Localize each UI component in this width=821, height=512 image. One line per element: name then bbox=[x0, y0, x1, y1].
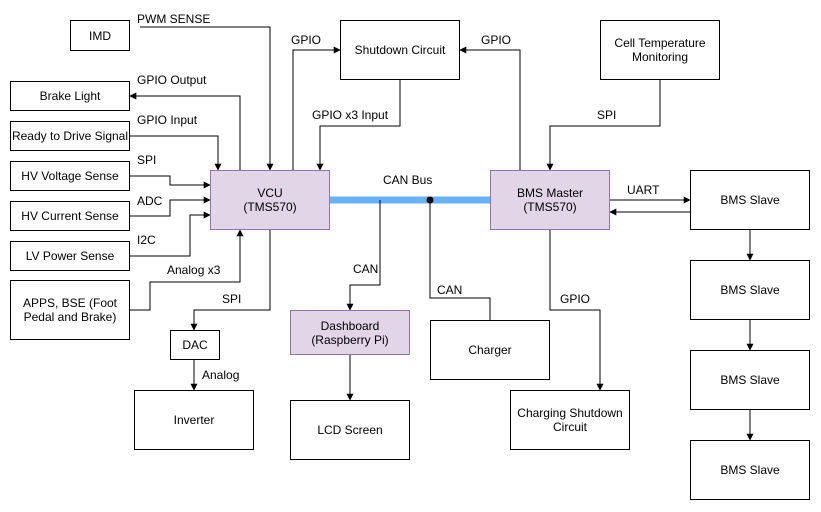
edge-imd-vcu bbox=[140, 26, 274, 171]
dashboard-label: Dashboard (Raspberry Pi) bbox=[311, 318, 389, 347]
edge-ready-vcu bbox=[130, 135, 222, 171]
edge-label-uart: UART bbox=[627, 183, 660, 197]
bms-slave-box: BMS Slave bbox=[690, 260, 810, 320]
dac-label: DAC bbox=[182, 338, 208, 352]
bms-slave-box: BMS Slave bbox=[690, 350, 810, 410]
edge-label-gpio-charging: GPIO bbox=[560, 292, 591, 306]
bms-slave-box: BMS Slave bbox=[690, 440, 810, 500]
lv-power-label: LV Power Sense bbox=[25, 249, 115, 263]
edge-label-can-dashboard: CAN bbox=[353, 262, 379, 276]
edge-apps-vcu bbox=[130, 229, 244, 311]
edge-label-spi-cell-temp: SPI bbox=[597, 108, 617, 122]
edge-label-gpio-output: GPIO Output bbox=[137, 73, 207, 87]
lv-power-box: LV Power Sense bbox=[10, 241, 130, 271]
bms-slave-label: BMS Slave bbox=[720, 193, 780, 207]
edge-can-dashboard bbox=[346, 200, 381, 311]
edge-label-i2c: I2C bbox=[137, 233, 156, 247]
charging-shutdown-box: Charging Shutdown Circuit bbox=[510, 390, 630, 450]
edge-label-can-bus: CAN Bus bbox=[383, 173, 433, 187]
vcu-box: VCU (TMS570) bbox=[210, 170, 330, 230]
ready-to-drive-box: Ready to Drive Signal bbox=[10, 121, 130, 151]
charger-label: Charger bbox=[468, 343, 512, 357]
hv-current-box: HV Current Sense bbox=[10, 201, 130, 231]
edge-vcu-brake-light bbox=[129, 92, 241, 170]
lcd-screen-box: LCD Screen bbox=[290, 400, 410, 460]
shutdown-circuit-box: Shutdown Circuit bbox=[340, 20, 460, 80]
bms-slave-label: BMS Slave bbox=[720, 283, 780, 297]
edge-label-spi-hv-voltage: SPI bbox=[137, 153, 157, 167]
hv-current-label: HV Current Sense bbox=[21, 209, 119, 223]
edge-label-adc: ADC bbox=[137, 194, 163, 208]
hv-voltage-label: HV Voltage Sense bbox=[21, 169, 119, 183]
edge-vcu-dac bbox=[190, 230, 271, 331]
imd-label: IMD bbox=[89, 28, 111, 43]
brake-light-box: Brake Light bbox=[10, 81, 130, 111]
lcd-screen-label: LCD Screen bbox=[317, 423, 383, 437]
cell-temp-label: Cell Temperature Monitoring bbox=[614, 36, 706, 64]
edge-bms-charging-shutdown bbox=[549, 230, 604, 391]
edge-label-gpio-bms-shutdown: GPIO bbox=[481, 33, 512, 47]
charger-box: Charger bbox=[430, 320, 550, 380]
edge-can-charger bbox=[429, 200, 491, 320]
dashboard-box: Dashboard (Raspberry Pi) bbox=[290, 310, 410, 355]
edge-label-gpio-input: GPIO Input bbox=[137, 113, 198, 127]
edge-hv-voltage-vcu bbox=[130, 175, 211, 189]
hv-voltage-box: HV Voltage Sense bbox=[10, 161, 130, 191]
ready-to-drive-label: Ready to Drive Signal bbox=[11, 129, 129, 143]
edge-label-gpio-x3-input: GPIO x3 Input bbox=[312, 108, 389, 122]
edge-celltemp-bms bbox=[546, 80, 661, 171]
inverter-label: Inverter bbox=[173, 413, 215, 427]
charging-shutdown-label: Charging Shutdown Circuit bbox=[517, 406, 623, 434]
dac-box: DAC bbox=[170, 330, 220, 360]
edge-label-analog-x3: Analog x3 bbox=[167, 263, 221, 277]
edge-shutdown-vcu bbox=[316, 80, 401, 171]
apps-bse-box: APPS, BSE (Foot Pedal and Brake) bbox=[10, 280, 130, 340]
edge-label-can-charger: CAN bbox=[437, 283, 463, 297]
shutdown-circuit-label: Shutdown Circuit bbox=[354, 43, 446, 57]
edge-label-analog-inverter: Analog bbox=[202, 368, 240, 382]
cell-temp-box: Cell Temperature Monitoring bbox=[600, 20, 720, 80]
edge-bms-shutdown bbox=[459, 46, 521, 170]
apps-bse-label: APPS, BSE (Foot Pedal and Brake) bbox=[22, 296, 118, 324]
brake-light-label: Brake Light bbox=[39, 89, 101, 103]
edge-label-spi-dac: SPI bbox=[222, 292, 242, 306]
inverter-box: Inverter bbox=[134, 390, 254, 450]
edge-label-gpio-vcu-shutdown: GPIO bbox=[291, 33, 322, 47]
edge-vcu-shutdown bbox=[292, 46, 341, 170]
bms-slave-label: BMS Slave bbox=[720, 463, 780, 477]
edge-lv-power-vcu bbox=[130, 211, 211, 257]
edge-label-pwm-sense: PWM SENSE bbox=[137, 12, 211, 26]
bms-slave-label: BMS Slave bbox=[720, 373, 780, 387]
edge-hv-current-vcu bbox=[130, 196, 211, 217]
vcu-label: VCU (TMS570) bbox=[243, 186, 297, 214]
bms-master-label: BMS Master (TMS570) bbox=[516, 186, 583, 214]
bms-master-box: BMS Master (TMS570) bbox=[490, 170, 610, 230]
bms-slave-box: BMS Slave bbox=[690, 170, 810, 230]
imd-box: IMD bbox=[70, 20, 130, 51]
